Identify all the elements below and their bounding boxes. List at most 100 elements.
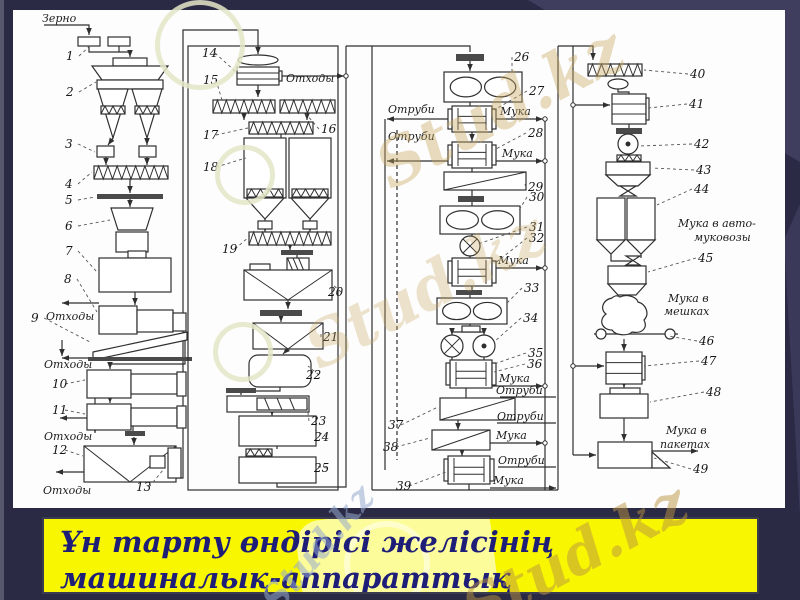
number-leader	[64, 379, 86, 385]
number-leader	[43, 317, 91, 343]
flow-label: Мука	[495, 429, 527, 442]
equipment-number: 29	[527, 180, 544, 194]
equipment-number: 11	[52, 403, 67, 417]
number-leader	[493, 363, 526, 373]
junction-node	[570, 363, 576, 369]
equipment-box	[596, 197, 626, 241]
number-leader	[77, 171, 93, 185]
equipment-box	[176, 405, 187, 429]
sifter-side	[447, 108, 453, 130]
equipment-number: 48	[705, 385, 722, 399]
flow-arrowhead	[86, 28, 92, 35]
striped-machine	[605, 351, 643, 385]
junction-node	[542, 440, 548, 446]
sifter-side	[491, 144, 497, 166]
sifter-side	[491, 260, 497, 284]
number-leader	[78, 81, 97, 93]
flow-arrowhead	[621, 344, 627, 351]
equipment-box	[599, 393, 649, 419]
flow-arrowhead	[304, 113, 310, 120]
number-leader	[493, 90, 528, 111]
flow-label: Мука	[492, 474, 524, 487]
equipment-number: 9	[31, 311, 39, 325]
equipment-box	[77, 36, 101, 47]
equipment-number: 35	[528, 346, 543, 360]
number-leader	[307, 365, 320, 376]
equipment-box	[302, 220, 318, 230]
sifter-side	[447, 260, 453, 284]
feeder-bar	[260, 310, 302, 316]
equipment-number: 26	[513, 50, 530, 64]
equipment-box	[107, 36, 131, 47]
number-leader	[639, 143, 693, 147]
sieve-zigzag	[291, 187, 329, 199]
flow-label: Мука в авто-	[677, 217, 756, 230]
equipment-box	[130, 373, 178, 395]
flow-arrowhead	[131, 438, 137, 445]
machine-side-tab	[645, 97, 650, 121]
flow-line	[88, 46, 131, 57]
sieve-zigzag	[93, 164, 169, 181]
equipment-number: 30	[529, 190, 545, 204]
flow-label: Отходы	[44, 430, 92, 443]
number-leader	[643, 69, 689, 75]
hopper-funnel	[244, 197, 286, 220]
hopper-trapezoid	[92, 331, 188, 361]
valve-symbol	[623, 255, 643, 266]
flow-label: Отходы	[43, 484, 91, 497]
flow-arrowhead	[536, 440, 543, 446]
diagram-line	[287, 322, 324, 350]
equipment-box	[607, 265, 647, 285]
flow-arrowhead	[589, 452, 596, 458]
number-leader	[77, 250, 98, 273]
sifter-side	[489, 458, 495, 482]
flow-arrowhead	[387, 116, 394, 122]
sieve-zigzag	[212, 98, 276, 115]
hopper-trapezoid	[110, 207, 154, 231]
number-leader	[77, 143, 96, 153]
equipment-number: 20	[327, 285, 344, 299]
sifter	[449, 359, 493, 389]
flow-arrowhead	[144, 158, 150, 165]
flow-arrowhead	[103, 158, 109, 165]
flow-arrowhead	[132, 298, 138, 305]
flow-line	[44, 24, 90, 35]
sifter	[451, 105, 493, 133]
number-leader	[523, 181, 527, 188]
equipment-box	[112, 57, 148, 67]
flow-label: Отходы	[286, 72, 334, 85]
flow-label: Отходы	[46, 310, 94, 323]
equipment-box	[127, 250, 147, 259]
number-leader	[400, 406, 439, 426]
sifter	[451, 257, 493, 287]
number-leader	[64, 449, 84, 457]
flow-arrowhead	[255, 90, 261, 97]
number-leader	[493, 352, 527, 365]
equipment-box	[172, 312, 187, 332]
equipment-number: 10	[52, 377, 68, 391]
diagram-line	[289, 397, 295, 411]
flow-arrowhead	[459, 449, 465, 456]
striped-machine	[611, 93, 647, 125]
flow-arrowhead	[481, 328, 487, 335]
equipment-number: 32	[529, 231, 544, 245]
mill-roll	[445, 210, 479, 230]
number-leader	[656, 188, 693, 206]
flow-arrowhead	[278, 315, 284, 322]
flow-line	[346, 45, 471, 52]
hopper-funnel	[595, 239, 627, 255]
diagram-line	[443, 337, 461, 355]
flow-line	[276, 76, 347, 488]
equipment-box	[86, 403, 132, 431]
equipment-number: 31	[529, 220, 544, 234]
flow-line	[544, 119, 558, 491]
conveyor-wheel	[664, 328, 676, 340]
equipment-number: 4	[64, 177, 73, 191]
sieve-zigzag	[100, 104, 126, 116]
equipment-box	[605, 161, 651, 176]
flow-label: Отруби	[498, 454, 545, 467]
equipment-number: 27	[528, 84, 545, 98]
equipment-box	[238, 415, 317, 447]
flow-arrowhead	[283, 347, 290, 354]
